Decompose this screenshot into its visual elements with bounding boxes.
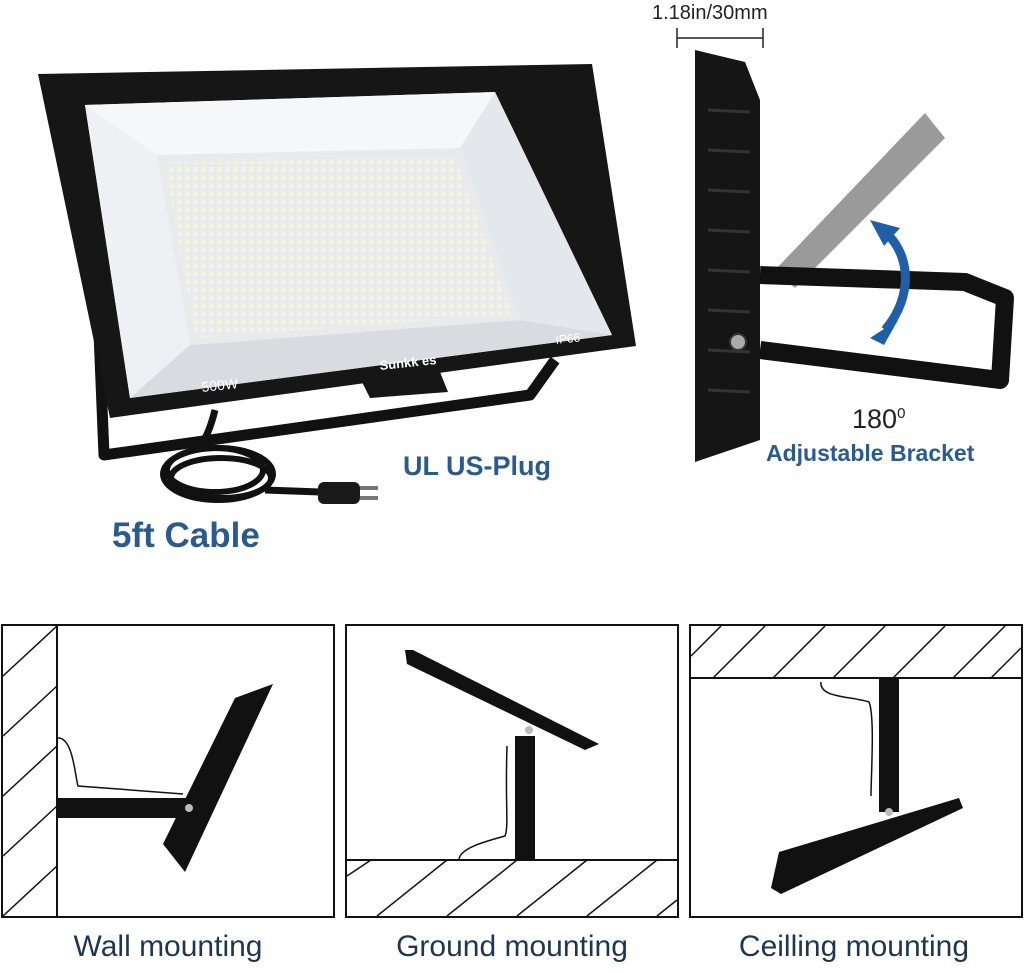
rotation-value: 180 — [852, 404, 898, 434]
wall-mounting-diagram — [1, 624, 335, 918]
ground-hatching — [347, 859, 677, 916]
ceiling-mounting-diagram — [689, 624, 1023, 918]
wall-lamp-shape — [163, 684, 273, 872]
ground-bolt-icon — [525, 726, 533, 734]
ceiling-mounting-caption: Ceilling mounting — [738, 930, 970, 963]
ground-mounting-diagram — [345, 624, 679, 918]
ground-lamp-shape — [405, 650, 599, 750]
led-array — [165, 156, 512, 338]
brand-text: Sunkk es — [379, 352, 437, 373]
pivot-bolt-icon — [729, 333, 747, 351]
rotation-unit: 0 — [897, 405, 906, 422]
wall-hatching — [3, 626, 58, 916]
cable-length-label: 5ft Cable — [112, 516, 260, 555]
thickness-label: 1.18in/30mm — [652, 2, 768, 24]
ip-rating-text: IP66 — [555, 330, 581, 347]
floodlight-front-illustration: Sunkk es 500W IP66 — [38, 64, 636, 504]
ceiling-bolt-icon — [885, 808, 893, 816]
ground-mounting-caption: Ground mounting — [396, 930, 628, 963]
plug-type-label: UL US-Plug — [403, 451, 551, 481]
us-plug-icon — [318, 482, 360, 504]
wall-mounting-caption: Wall mounting — [73, 930, 263, 963]
ceiling-lamp-shape — [771, 798, 963, 894]
wall-bolt-icon — [185, 804, 193, 812]
adjustable-bracket-label: Adjustable Bracket — [766, 440, 975, 466]
bracket-ghost-position — [775, 113, 945, 288]
floodlight-side-illustration — [676, 28, 1014, 462]
ceiling-hatching — [691, 626, 1021, 679]
rotation-degree-label: 1800 — [852, 404, 905, 435]
wattage-text: 500W — [201, 375, 240, 395]
